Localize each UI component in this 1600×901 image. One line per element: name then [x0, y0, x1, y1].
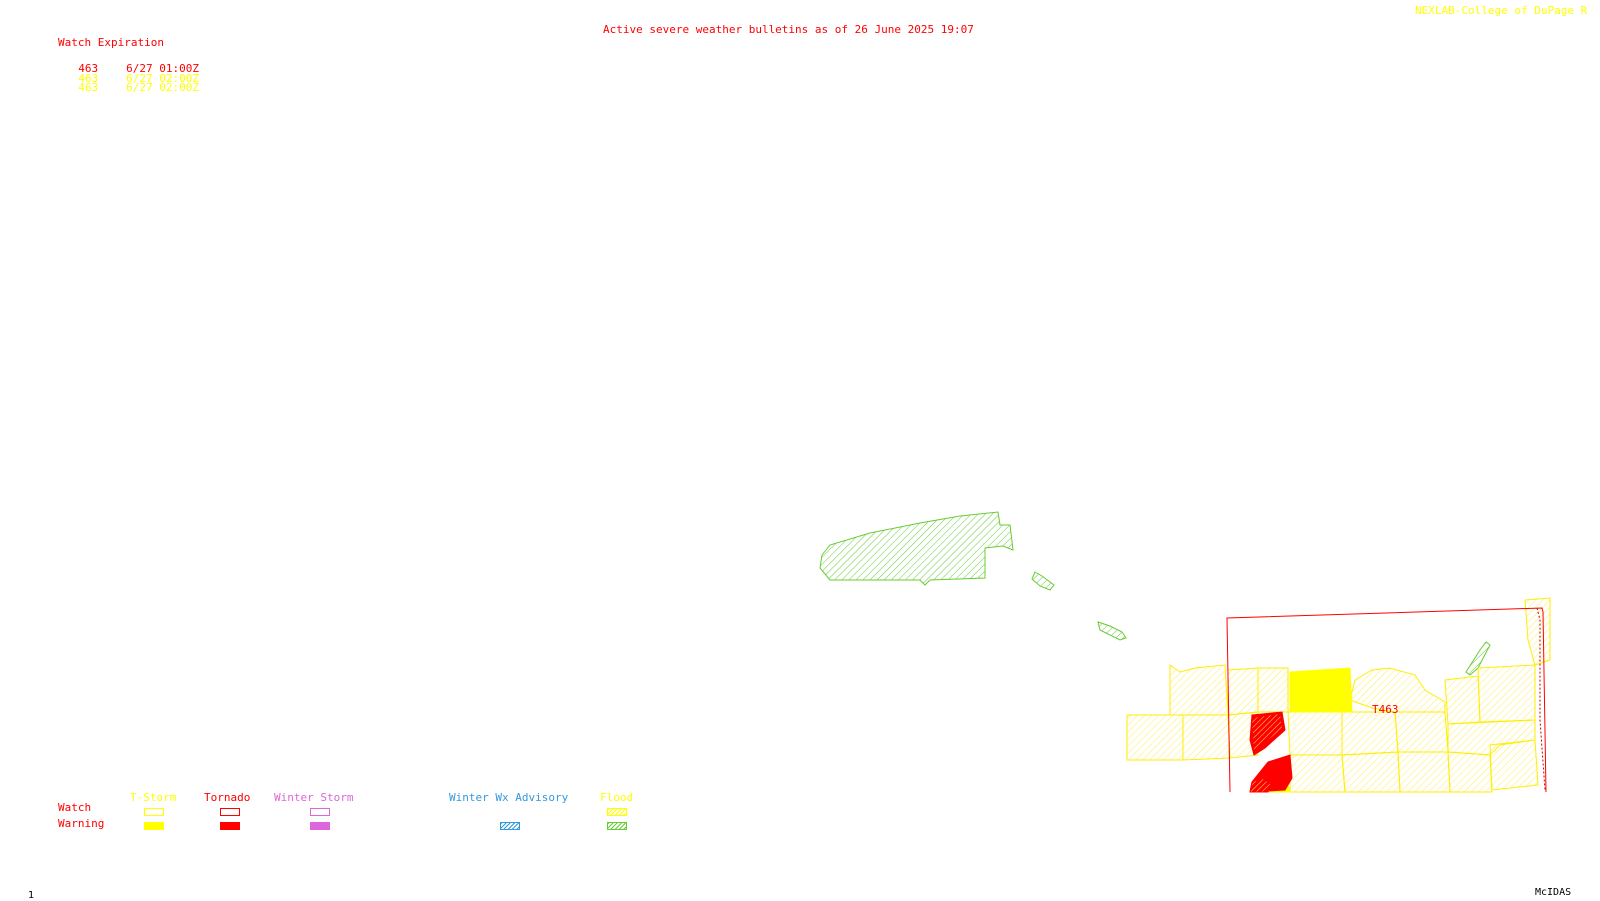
credit-label: NEXLAB-College of DuPage R [1415, 4, 1588, 17]
flood-warning-area [1031, 571, 1055, 591]
watch-expiration: 6/27 02:00Z [126, 72, 199, 85]
county [1287, 711, 1343, 756]
map-title: Active severe weather bulletins as of 26… [603, 23, 974, 36]
watch-expiration: 6/27 02:00Z [126, 81, 199, 94]
watch-id: 463 [78, 81, 99, 94]
tstorm-watch-counties [1126, 597, 1551, 793]
legend-watch-label: Watch [58, 801, 92, 814]
legend-tornado-watch-swatch [220, 808, 240, 816]
tstorm-warning-area [1289, 667, 1353, 713]
flood-warning-area [1097, 621, 1127, 641]
county [1397, 751, 1451, 793]
watch-id: 463 [78, 72, 99, 85]
tornado-warning-overlap [1249, 777, 1273, 793]
legend-tstorm-watch-swatch [144, 808, 164, 816]
legend-winter-advisory-warning-swatch [500, 822, 520, 830]
brand-label: McIDAS [1535, 887, 1572, 898]
county [1289, 754, 1346, 793]
county [1257, 667, 1289, 713]
legend-tornado-label: Tornado [204, 791, 251, 804]
county [1394, 711, 1449, 753]
legend-tstorm-warning-swatch [144, 822, 164, 830]
flood-warning-area [819, 511, 1014, 586]
watch-row: 463 6/27 02:00Z [65, 64, 199, 84]
watch-row: 463 6/27 01:00Z [65, 54, 199, 74]
county [1169, 664, 1229, 716]
county [1182, 714, 1231, 761]
legend-winter-storm-warning-swatch [310, 822, 330, 830]
flood-warning-areas [819, 511, 1491, 676]
watch-expiration-header: Watch Expiration [58, 36, 164, 49]
legend-winter-storm-label: Winter Storm [274, 791, 354, 804]
legend-flood-watch-swatch [607, 808, 627, 816]
legend-tornado-warning-swatch [220, 822, 240, 830]
frame-number: 1 [28, 890, 35, 901]
county [1477, 664, 1536, 723]
legend-flood-warning-swatch [607, 822, 627, 830]
county [1227, 667, 1259, 716]
tornado-watch-box [1226, 607, 1547, 793]
county [1341, 711, 1399, 756]
watch-box-label: T463 [1372, 703, 1399, 716]
county [1489, 739, 1539, 791]
tornado-warning-overlap [1252, 714, 1282, 750]
watch-expiration: 6/27 01:00Z [126, 62, 199, 75]
legend-winter-storm-watch-swatch [310, 808, 330, 816]
watch-id: 463 [78, 62, 99, 75]
county [1444, 675, 1481, 725]
legend-tstorm-label: T-Storm [130, 791, 177, 804]
flood-warning-area [1465, 641, 1491, 676]
legend-warning-label: Warning [58, 817, 105, 830]
legend-winter-advisory-label: Winter Wx Advisory [449, 791, 569, 804]
watch-row: 463 6/27 02:00Z [65, 73, 199, 93]
county [1126, 714, 1184, 761]
county [1447, 751, 1493, 793]
county [1341, 751, 1401, 793]
legend-flood-label: Flood [600, 791, 634, 804]
county [1349, 667, 1446, 713]
